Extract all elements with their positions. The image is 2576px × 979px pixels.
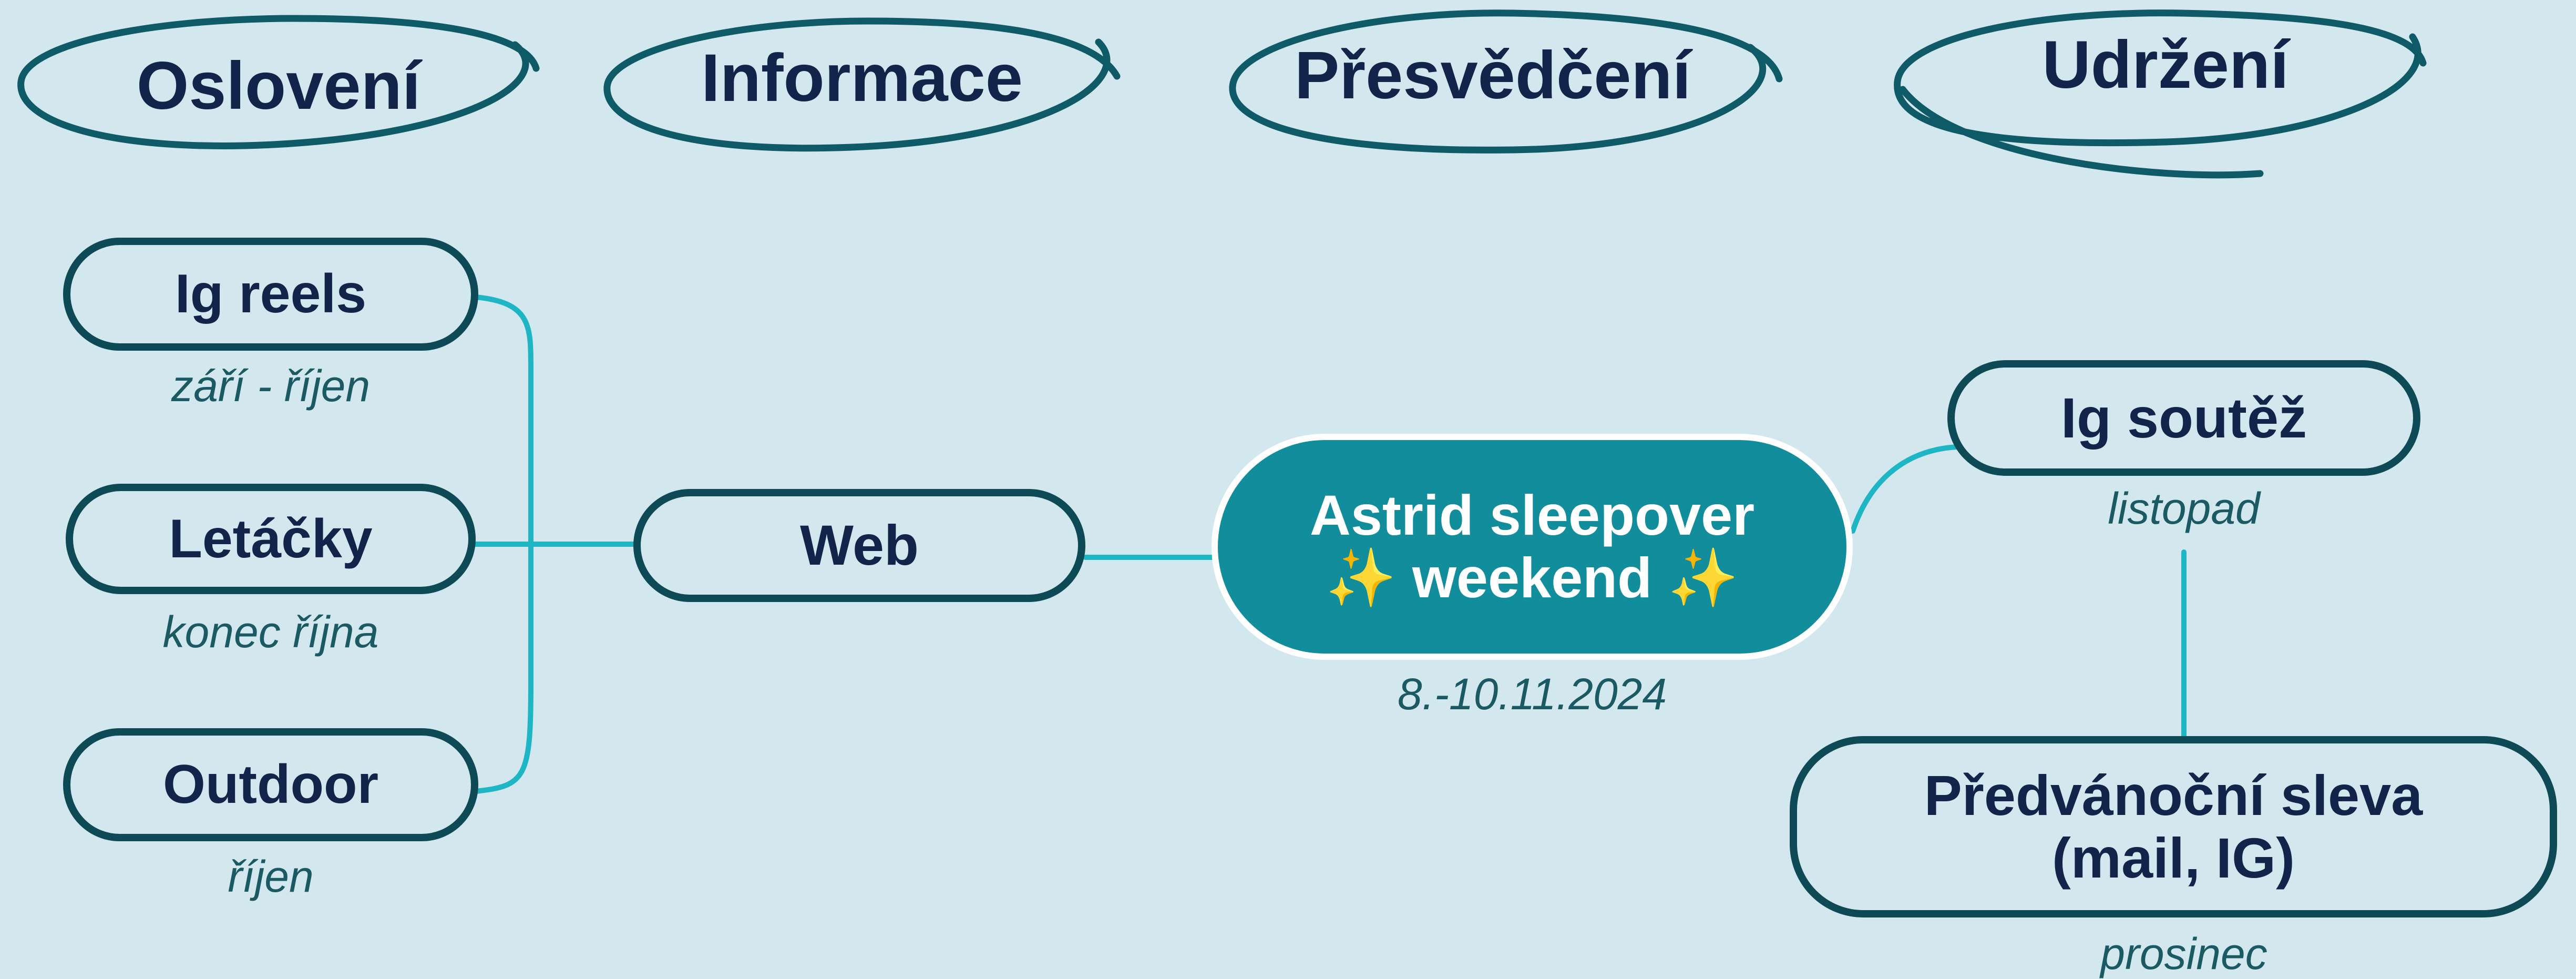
note-ig-soutez: listopad	[2108, 484, 2260, 533]
oval-udrzeni	[1894, 9, 2427, 179]
node-predvanocni-sleva: Předvánoční sleva (mail, IG)	[1790, 736, 2557, 917]
stage-title-osloveni: Oslovení	[136, 48, 421, 124]
main-event-title-line1: Astrid sleepover	[1309, 483, 1755, 547]
node-letacky-label: Letáčky	[169, 508, 373, 569]
node-ig-soutez-label: Ig soutěž	[2060, 385, 2307, 450]
oval-osloveni	[17, 15, 540, 149]
predvanocni-line2: (mail, IG)	[2051, 825, 2295, 890]
note-letacky: konec října	[162, 607, 379, 657]
stage-title-udrzeni: Udržení	[2042, 27, 2289, 103]
node-main-event: Astrid sleepover ✨ weekend ✨	[1212, 434, 1853, 660]
note-outdoor: říjen	[228, 852, 314, 901]
stage-title-presvedceni: Přesvědčení	[1294, 38, 1691, 113]
node-outdoor: Outdoor	[63, 728, 478, 841]
note-predvanocni-sleva: prosinec	[2100, 929, 2267, 978]
note-main-event-date: 8.-10.11.2024	[1397, 669, 1667, 719]
oval-informace	[603, 17, 1121, 152]
node-web: Web	[633, 489, 1085, 602]
oval-presvedceni	[1229, 9, 1783, 154]
node-web-label: Web	[799, 513, 919, 577]
predvanocni-line1: Předvánoční sleva	[1924, 763, 2423, 827]
stage-title-informace: Informace	[701, 40, 1023, 116]
node-ig-soutez: Ig soutěž	[1947, 360, 2420, 476]
node-letacky: Letáčky	[66, 484, 476, 594]
note-ig-reels: září - říjen	[171, 361, 371, 411]
connector-main-igsoutez	[1850, 444, 1961, 534]
node-outdoor-label: Outdoor	[162, 754, 379, 815]
node-ig-reels-label: Ig reels	[175, 263, 367, 325]
connector-ig-reels	[473, 294, 533, 794]
main-event-title-line2: ✨ weekend ✨	[1326, 546, 1739, 609]
node-ig-reels: Ig reels	[63, 238, 478, 351]
